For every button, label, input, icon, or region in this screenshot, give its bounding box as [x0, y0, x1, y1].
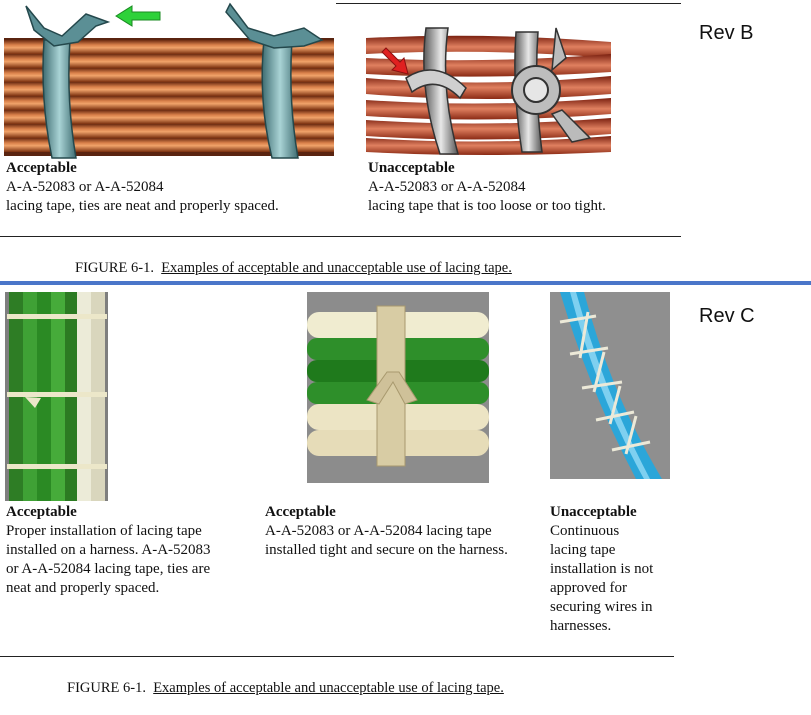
rev-divider [0, 281, 811, 285]
caption-line: A-A-52083 or A-A-52084 lacing tape [265, 523, 492, 539]
top-divider-line [336, 3, 681, 4]
rev-c-col2-caption: Acceptable A-A-52083 or A-A-52084 lacing… [265, 503, 545, 560]
figure-number: FIGURE 6-1. [67, 680, 146, 696]
caption-line: approved for [550, 580, 628, 596]
rev-c-col1-caption: Acceptable Proper installation of lacing… [6, 503, 256, 598]
caption-line: harnesses. [550, 618, 612, 634]
rev-b-acceptable-illustration [4, 0, 334, 160]
rev-c-photo-acceptable-2 [307, 292, 489, 483]
rev-b-unacceptable-illustration [366, 18, 611, 158]
rev-c-label: Rev C [699, 305, 755, 327]
caption-line: lacing tape, ties are neat and properly … [6, 198, 279, 214]
caption-line: installed on a harness. A-A-52083 [6, 542, 211, 558]
rev-c-figure-caption: FIGURE 6-1. Examples of acceptable and u… [67, 680, 504, 697]
caption-status: Acceptable [6, 160, 77, 176]
caption-line: installed tight and secure on the harnes… [265, 542, 508, 558]
rev-b-acceptable-caption: Acceptable A-A-52083 or A-A-52084 lacing… [6, 159, 346, 216]
caption-line: securing wires in [550, 599, 653, 615]
rev-b-unacceptable-caption: Unacceptable A-A-52083 or A-A-52084 laci… [368, 159, 678, 216]
caption-line: lacing tape that is too loose or too tig… [368, 198, 606, 214]
rev-c-col3-caption: Unacceptable Continuous lacing tape inst… [550, 503, 710, 636]
caption-line: A-A-52083 or A-A-52084 [368, 179, 526, 195]
rev-c-photo-unacceptable [550, 292, 670, 479]
caption-status: Acceptable [265, 504, 336, 520]
caption-status: Acceptable [6, 504, 77, 520]
rev-c-bottom-rule [0, 656, 674, 657]
figure-number: FIGURE 6-1. [75, 260, 154, 276]
caption-status: Unacceptable [368, 160, 455, 176]
rev-b-figure-caption: FIGURE 6-1. Examples of acceptable and u… [75, 260, 512, 277]
rev-b-label: Rev B [699, 22, 754, 44]
caption-line: neat and properly spaced. [6, 580, 160, 596]
caption-line: installation is not [550, 561, 654, 577]
rev-c-photo-acceptable-1 [5, 292, 108, 501]
figure-title: Examples of acceptable and unacceptable … [153, 680, 504, 696]
caption-line: lacing tape [550, 542, 616, 558]
caption-line: or A-A-52084 lacing tape, ties are [6, 561, 211, 577]
caption-line: Proper installation of lacing tape [6, 523, 202, 539]
caption-line: A-A-52083 or A-A-52084 [6, 179, 164, 195]
caption-status: Unacceptable [550, 504, 637, 520]
caption-line: Continuous [550, 523, 620, 539]
figure-title: Examples of acceptable and unacceptable … [161, 260, 512, 276]
rev-b-bottom-rule [0, 236, 681, 237]
